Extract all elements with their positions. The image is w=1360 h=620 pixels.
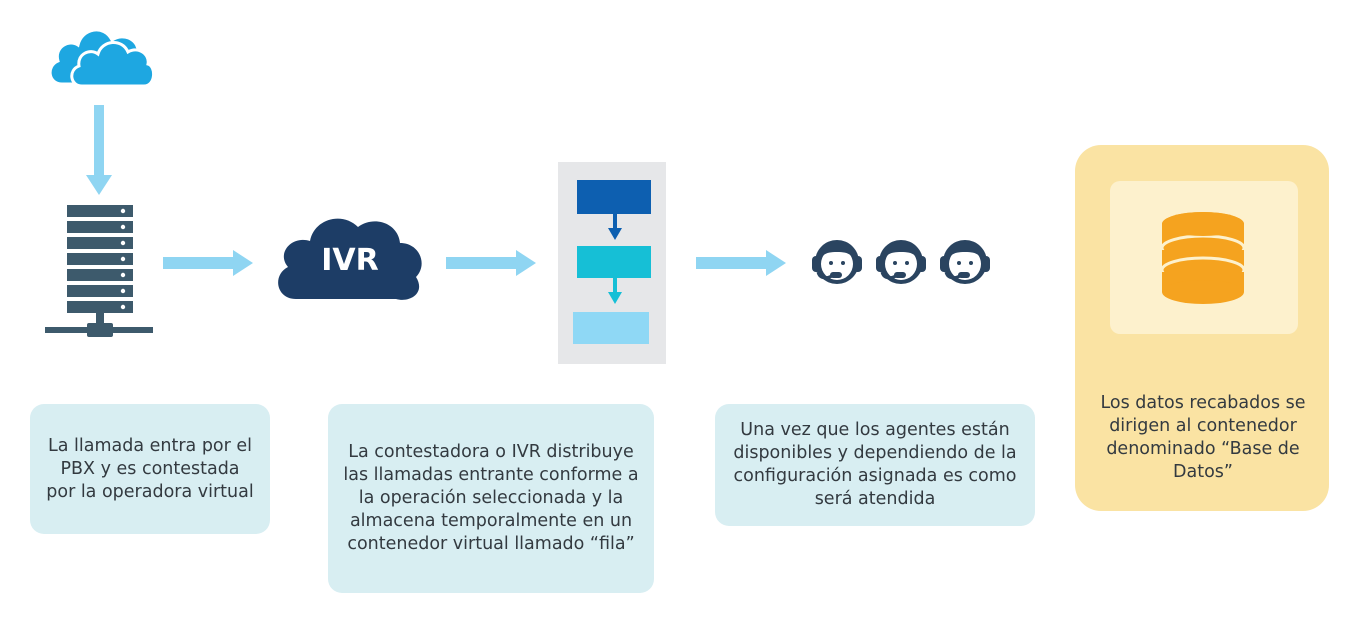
vertical-arrow bbox=[86, 105, 112, 195]
step-2-box: La contestadora o IVR distribuye las lla… bbox=[328, 404, 654, 593]
step-3-box: Una vez que los agentes están disponible… bbox=[715, 404, 1035, 526]
cloud-icon bbox=[48, 28, 155, 88]
ivr-label: IVR bbox=[321, 243, 379, 278]
ivr-cloud-icon bbox=[278, 218, 422, 300]
arrow-queue-to-agents bbox=[696, 250, 786, 276]
server-icon bbox=[45, 205, 153, 337]
agent-headset-icon bbox=[876, 240, 926, 284]
arrow-server-to-ivr bbox=[163, 250, 253, 276]
step-1-text: La llamada entra por el PBX y es contest… bbox=[46, 435, 254, 502]
step-3-text: Una vez que los agentes están disponible… bbox=[733, 420, 1017, 509]
step-2-text: La contestadora o IVR distribuye las lla… bbox=[343, 442, 639, 554]
arrow-ivr-to-queue bbox=[446, 250, 536, 276]
database-icon bbox=[1160, 212, 1246, 304]
step-1-box: La llamada entra por el PBX y es contest… bbox=[30, 404, 270, 534]
agent-headset-icon bbox=[812, 240, 862, 284]
database-description: Los datos recabados se dirigen al conten… bbox=[1100, 393, 1306, 482]
agent-headset-icon bbox=[940, 240, 990, 284]
queue-flow-icon bbox=[558, 162, 666, 364]
